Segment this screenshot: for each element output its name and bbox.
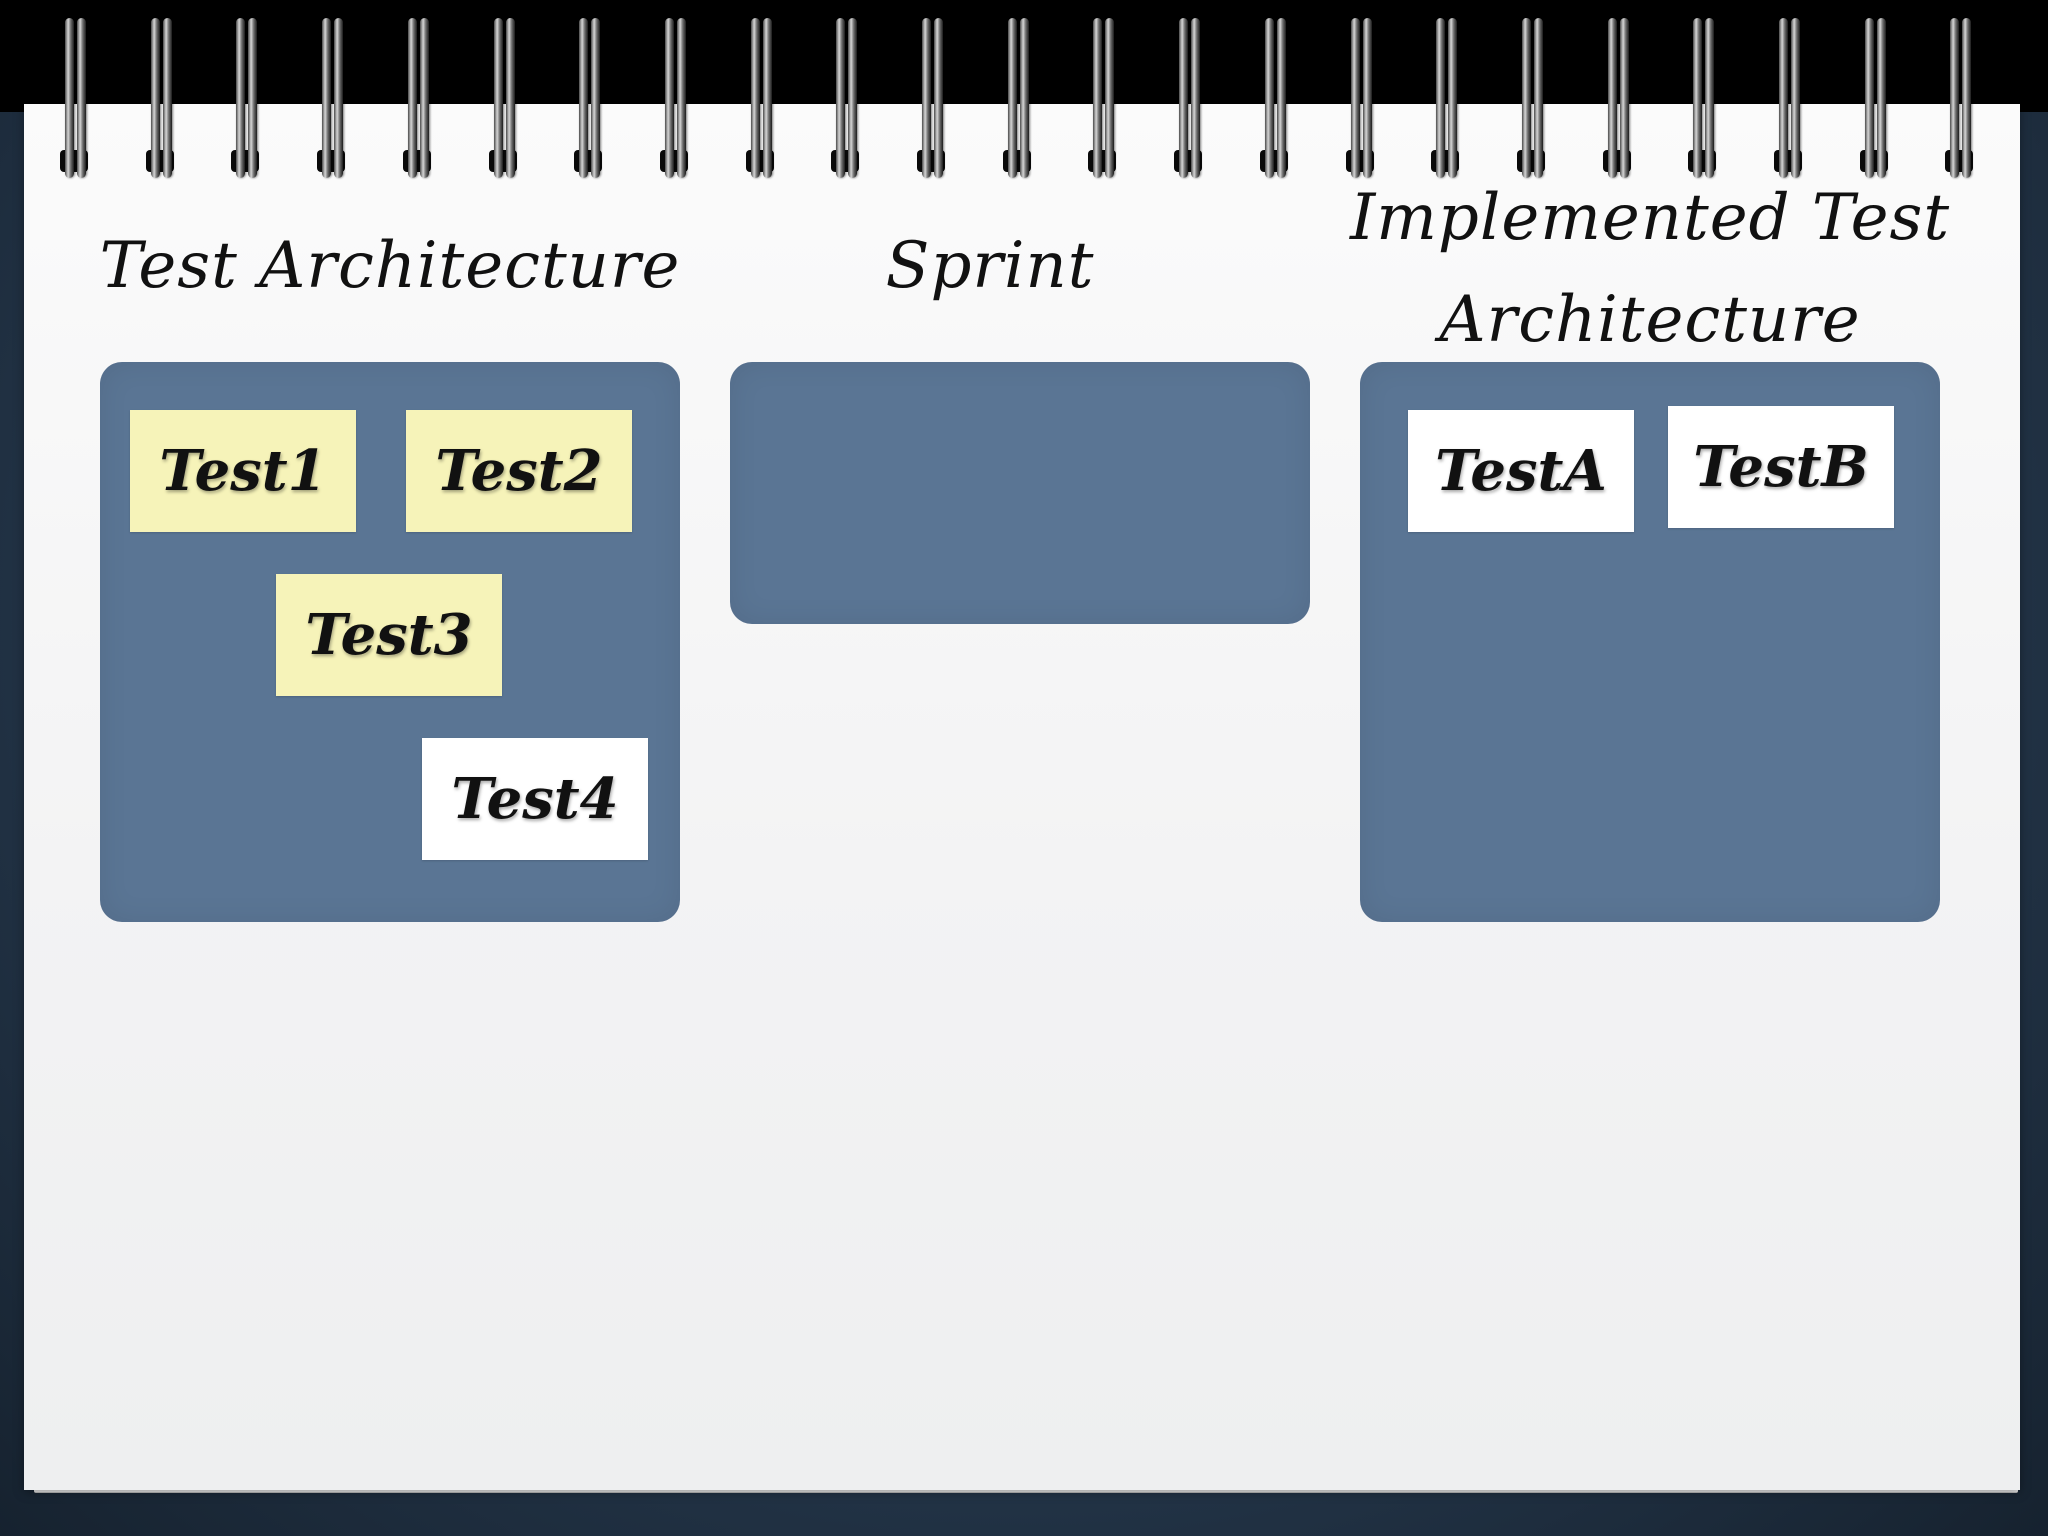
binding-ring [1864, 18, 1874, 178]
binding-ring [1950, 18, 1960, 178]
binding-ring [150, 18, 160, 178]
binding-ring [1436, 18, 1446, 178]
binding-ring [505, 18, 515, 178]
card-testb[interactable]: TestB [1668, 406, 1894, 528]
binding-ring [1779, 18, 1788, 178]
binding-ring [1693, 18, 1703, 178]
binding-ring [1350, 18, 1360, 178]
card-test2[interactable]: Test2 [406, 410, 632, 532]
binding-ring [77, 18, 86, 178]
binding-ring [1191, 18, 1201, 178]
binding-ring [591, 18, 601, 178]
binding-ring [1179, 18, 1189, 178]
card-test3[interactable]: Test3 [276, 574, 502, 696]
spiral-binding-icon [0, 0, 2048, 190]
binding-ring [1962, 18, 1972, 178]
binding-ring [248, 18, 258, 178]
binding-ring [407, 18, 417, 178]
binding-ring [1521, 18, 1531, 178]
binding-ring [1705, 18, 1715, 178]
binding-ring [334, 18, 344, 178]
binding-ring [1362, 18, 1372, 178]
card-test1[interactable]: Test1 [130, 410, 356, 532]
binding-ring [1007, 18, 1017, 178]
binding-ring [1533, 18, 1543, 178]
binding-ring [1607, 18, 1617, 178]
binding-ring [750, 18, 760, 178]
column-title-implemented-line2: Architecture [1439, 283, 1861, 357]
binding-ring [1791, 18, 1800, 178]
binding-ring [762, 18, 772, 178]
binding-ring [1105, 18, 1115, 178]
binding-ring [922, 18, 931, 178]
binding-ring [848, 18, 858, 178]
binding-ring [65, 18, 74, 178]
binding-ring [934, 18, 943, 178]
column-title-sprint: Sprint [885, 229, 1095, 303]
binding-ring [1619, 18, 1629, 178]
binding-ring [579, 18, 589, 178]
binding-ring [836, 18, 846, 178]
column-title-test-architecture: Test Architecture [99, 229, 681, 303]
binding-ring [1264, 18, 1274, 178]
binding-ring [1876, 18, 1886, 178]
binding-ring [419, 18, 429, 178]
binding-ring [1276, 18, 1286, 178]
binding-ring [664, 18, 674, 178]
binding-ring [1448, 18, 1458, 178]
binding-ring [493, 18, 503, 178]
card-testa[interactable]: TestA [1408, 410, 1634, 532]
board-sprint[interactable] [730, 362, 1310, 624]
binding-ring [1019, 18, 1029, 178]
column-title-implemented-line1: Implemented Test [1349, 181, 1951, 255]
binding-ring [1093, 18, 1103, 178]
binding-ring [236, 18, 246, 178]
card-test4[interactable]: Test4 [422, 738, 648, 860]
binding-ring [162, 18, 172, 178]
binding-ring [676, 18, 686, 178]
binding-ring [322, 18, 332, 178]
